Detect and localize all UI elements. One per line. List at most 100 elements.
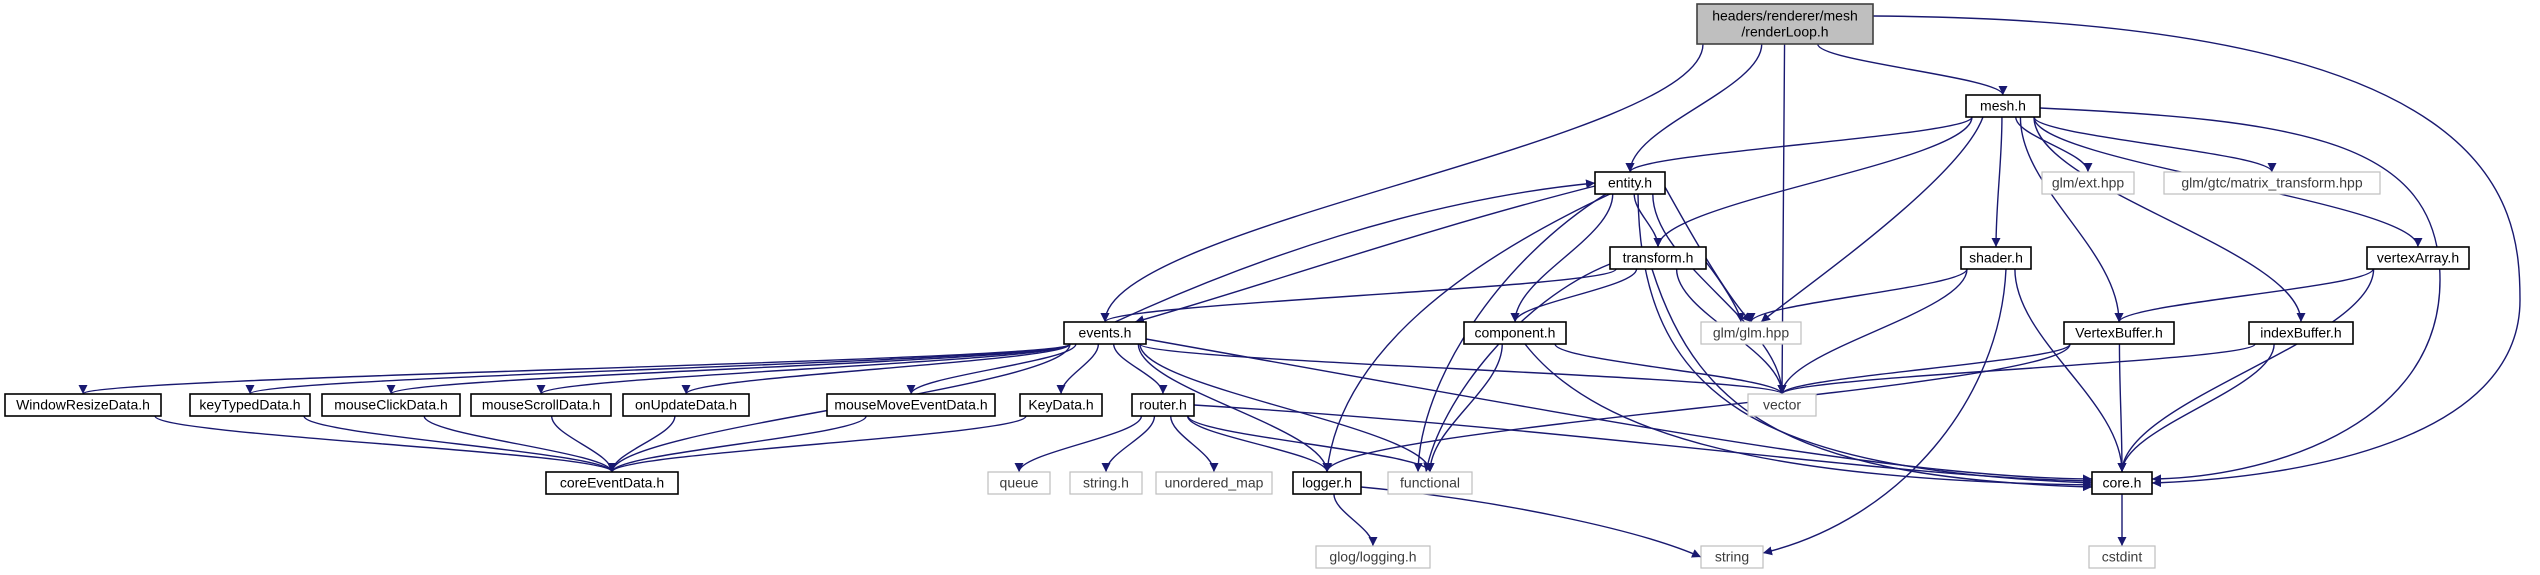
node-label-mouseMove: mouseMoveEventData.h (834, 397, 987, 413)
node-label-vertexArray: vertexArray.h (2377, 250, 2459, 266)
node-onUpdate[interactable]: onUpdateData.h (622, 393, 750, 417)
node-box-shader (1960, 246, 2032, 270)
node-label-vector: vector (1763, 397, 1801, 413)
edge-shader-to-glm (1746, 268, 1968, 323)
edge-logger-to-glog (1333, 493, 1378, 547)
node-box-logger (1292, 471, 1362, 495)
node-box-router (1131, 393, 1195, 417)
node-label-windowResize: WindowResizeData.h (16, 397, 150, 413)
edge-shader-to-vector (1777, 268, 1968, 395)
node-mouseScroll[interactable]: mouseScrollData.h (470, 393, 612, 417)
node-vertexArray[interactable]: vertexArray.h (2366, 246, 2470, 270)
node-label-root-1: /renderLoop.h (1741, 24, 1828, 40)
node-coreEvent[interactable]: coreEventData.h (545, 471, 679, 495)
node-logger[interactable]: logger.h (1292, 471, 1362, 495)
node-box-windowResize (4, 393, 162, 417)
node-transform[interactable]: transform.h (1609, 246, 1707, 270)
node-label-router: router.h (1139, 397, 1186, 413)
dependency-edges (79, 15, 2521, 558)
edge-transform-to-functional (1423, 263, 1611, 473)
file-nodes: headers/renderer/mesh/renderLoop.h mesh.h… (4, 3, 2470, 569)
node-unorderedMap: unordered_map (1155, 471, 1273, 495)
node-root[interactable]: headers/renderer/mesh/renderLoop.h (1696, 3, 1874, 45)
node-box-unorderedMap (1155, 471, 1273, 495)
node-box-mouseClick (321, 393, 461, 417)
edge-transform-to-events (1100, 268, 1617, 323)
edge-entity-to-events (1134, 184, 1600, 324)
edge-events-to-keyData (1056, 343, 1100, 395)
node-indexBuffer[interactable]: indexBuffer.h (2248, 321, 2354, 345)
node-box-onUpdate (622, 393, 750, 417)
node-box-glog (1315, 545, 1431, 569)
edge-router-to-queue (1014, 415, 1143, 473)
edge-root-to-events (1100, 43, 1704, 323)
edge-entity-to-component (1510, 193, 1614, 323)
node-vertexBuffer[interactable]: VertexBuffer.h (2063, 321, 2175, 345)
edge-mesh-to-entity (1625, 116, 1973, 173)
node-windowResize[interactable]: WindowResizeData.h (4, 393, 162, 417)
edge-mesh-to-glm (1760, 116, 1984, 323)
edge-keyTyped-to-coreEvent (303, 415, 617, 473)
node-label-unorderedMap: unordered_map (1165, 475, 1264, 491)
node-box-stringH (1069, 471, 1143, 495)
node-entity[interactable]: entity.h (1594, 171, 1666, 195)
edge-vertexArray-to-vertexBuffer (2114, 268, 2374, 323)
edge-mesh-to-transform (1653, 116, 1973, 248)
node-label-coreEvent: coreEventData.h (560, 475, 664, 491)
node-box-mouseScroll (470, 393, 612, 417)
edge-events-to-vector (1139, 343, 1787, 395)
node-label-keyTyped: keyTypedData.h (199, 397, 300, 413)
node-label-shader: shader.h (1969, 250, 2023, 266)
node-core[interactable]: core.h (2091, 471, 2153, 495)
node-box-mouseMove (826, 393, 996, 417)
node-label-events: events.h (1079, 325, 1132, 341)
node-glog: glog/logging.h (1315, 545, 1431, 569)
edge-component-to-vector (1554, 343, 1787, 395)
node-label-functional: functional (1400, 475, 1460, 491)
node-box-cstdint (2088, 545, 2156, 569)
node-label-cstdint: cstdint (2102, 549, 2143, 565)
edge-events-to-mouseClick (386, 343, 1071, 395)
node-component[interactable]: component.h (1463, 321, 1567, 345)
node-box-glmExt (2041, 171, 2135, 195)
edge-keyData-to-coreEvent (607, 415, 1027, 473)
node-label-logger: logger.h (1302, 475, 1352, 491)
edge-events-to-router (1113, 343, 1168, 395)
node-box-coreEvent (545, 471, 679, 495)
node-events[interactable]: events.h (1063, 321, 1147, 345)
edge-transform-to-component (1510, 268, 1638, 323)
node-mouseClick[interactable]: mouseClickData.h (321, 393, 461, 417)
node-label-mouseClick: mouseClickData.h (334, 397, 448, 413)
node-glm: glm/glm.hpp (1700, 321, 1802, 345)
node-label-indexBuffer: indexBuffer.h (2260, 325, 2341, 341)
edge-transform-to-glm (1705, 261, 1745, 323)
node-label-entity: entity.h (1608, 175, 1652, 191)
edge-events-to-entity (1114, 179, 1596, 323)
node-queue: queue (987, 471, 1051, 495)
node-box-vertexArray (2366, 246, 2470, 270)
edge-events-to-onUpdate (681, 343, 1071, 395)
node-router[interactable]: router.h (1131, 393, 1195, 417)
node-label-core: core.h (2103, 475, 2142, 491)
edge-router-to-unorderedMap (1169, 415, 1219, 473)
edge-vertexBuffer-to-vector (1777, 343, 2071, 395)
edge-events-to-core (1145, 338, 2093, 484)
edge-entity-to-vector (1652, 193, 1787, 395)
node-box-keyData (1019, 393, 1103, 417)
edge-root-to-mesh (1817, 43, 2008, 96)
node-shader[interactable]: shader.h (1960, 246, 2032, 270)
node-label-glmMatrix: glm/gtc/matrix_transform.hpp (2181, 175, 2362, 191)
node-keyData[interactable]: KeyData.h (1019, 393, 1103, 417)
node-keyTyped[interactable]: keyTypedData.h (189, 393, 311, 417)
edge-router-to-stringH (1101, 415, 1156, 473)
node-string: string (1700, 545, 1764, 569)
edge-mouseMove-to-coreEvent (607, 415, 867, 473)
node-box-entity (1594, 171, 1666, 195)
node-label-transform: transform.h (1623, 250, 1694, 266)
node-mesh[interactable]: mesh.h (1965, 94, 2041, 118)
node-mouseMove[interactable]: mouseMoveEventData.h (826, 393, 996, 417)
edge-mesh-to-glmExt (2015, 116, 2093, 173)
node-functional: functional (1387, 471, 1473, 495)
edge-vertexBuffer-to-core (2117, 343, 2127, 473)
